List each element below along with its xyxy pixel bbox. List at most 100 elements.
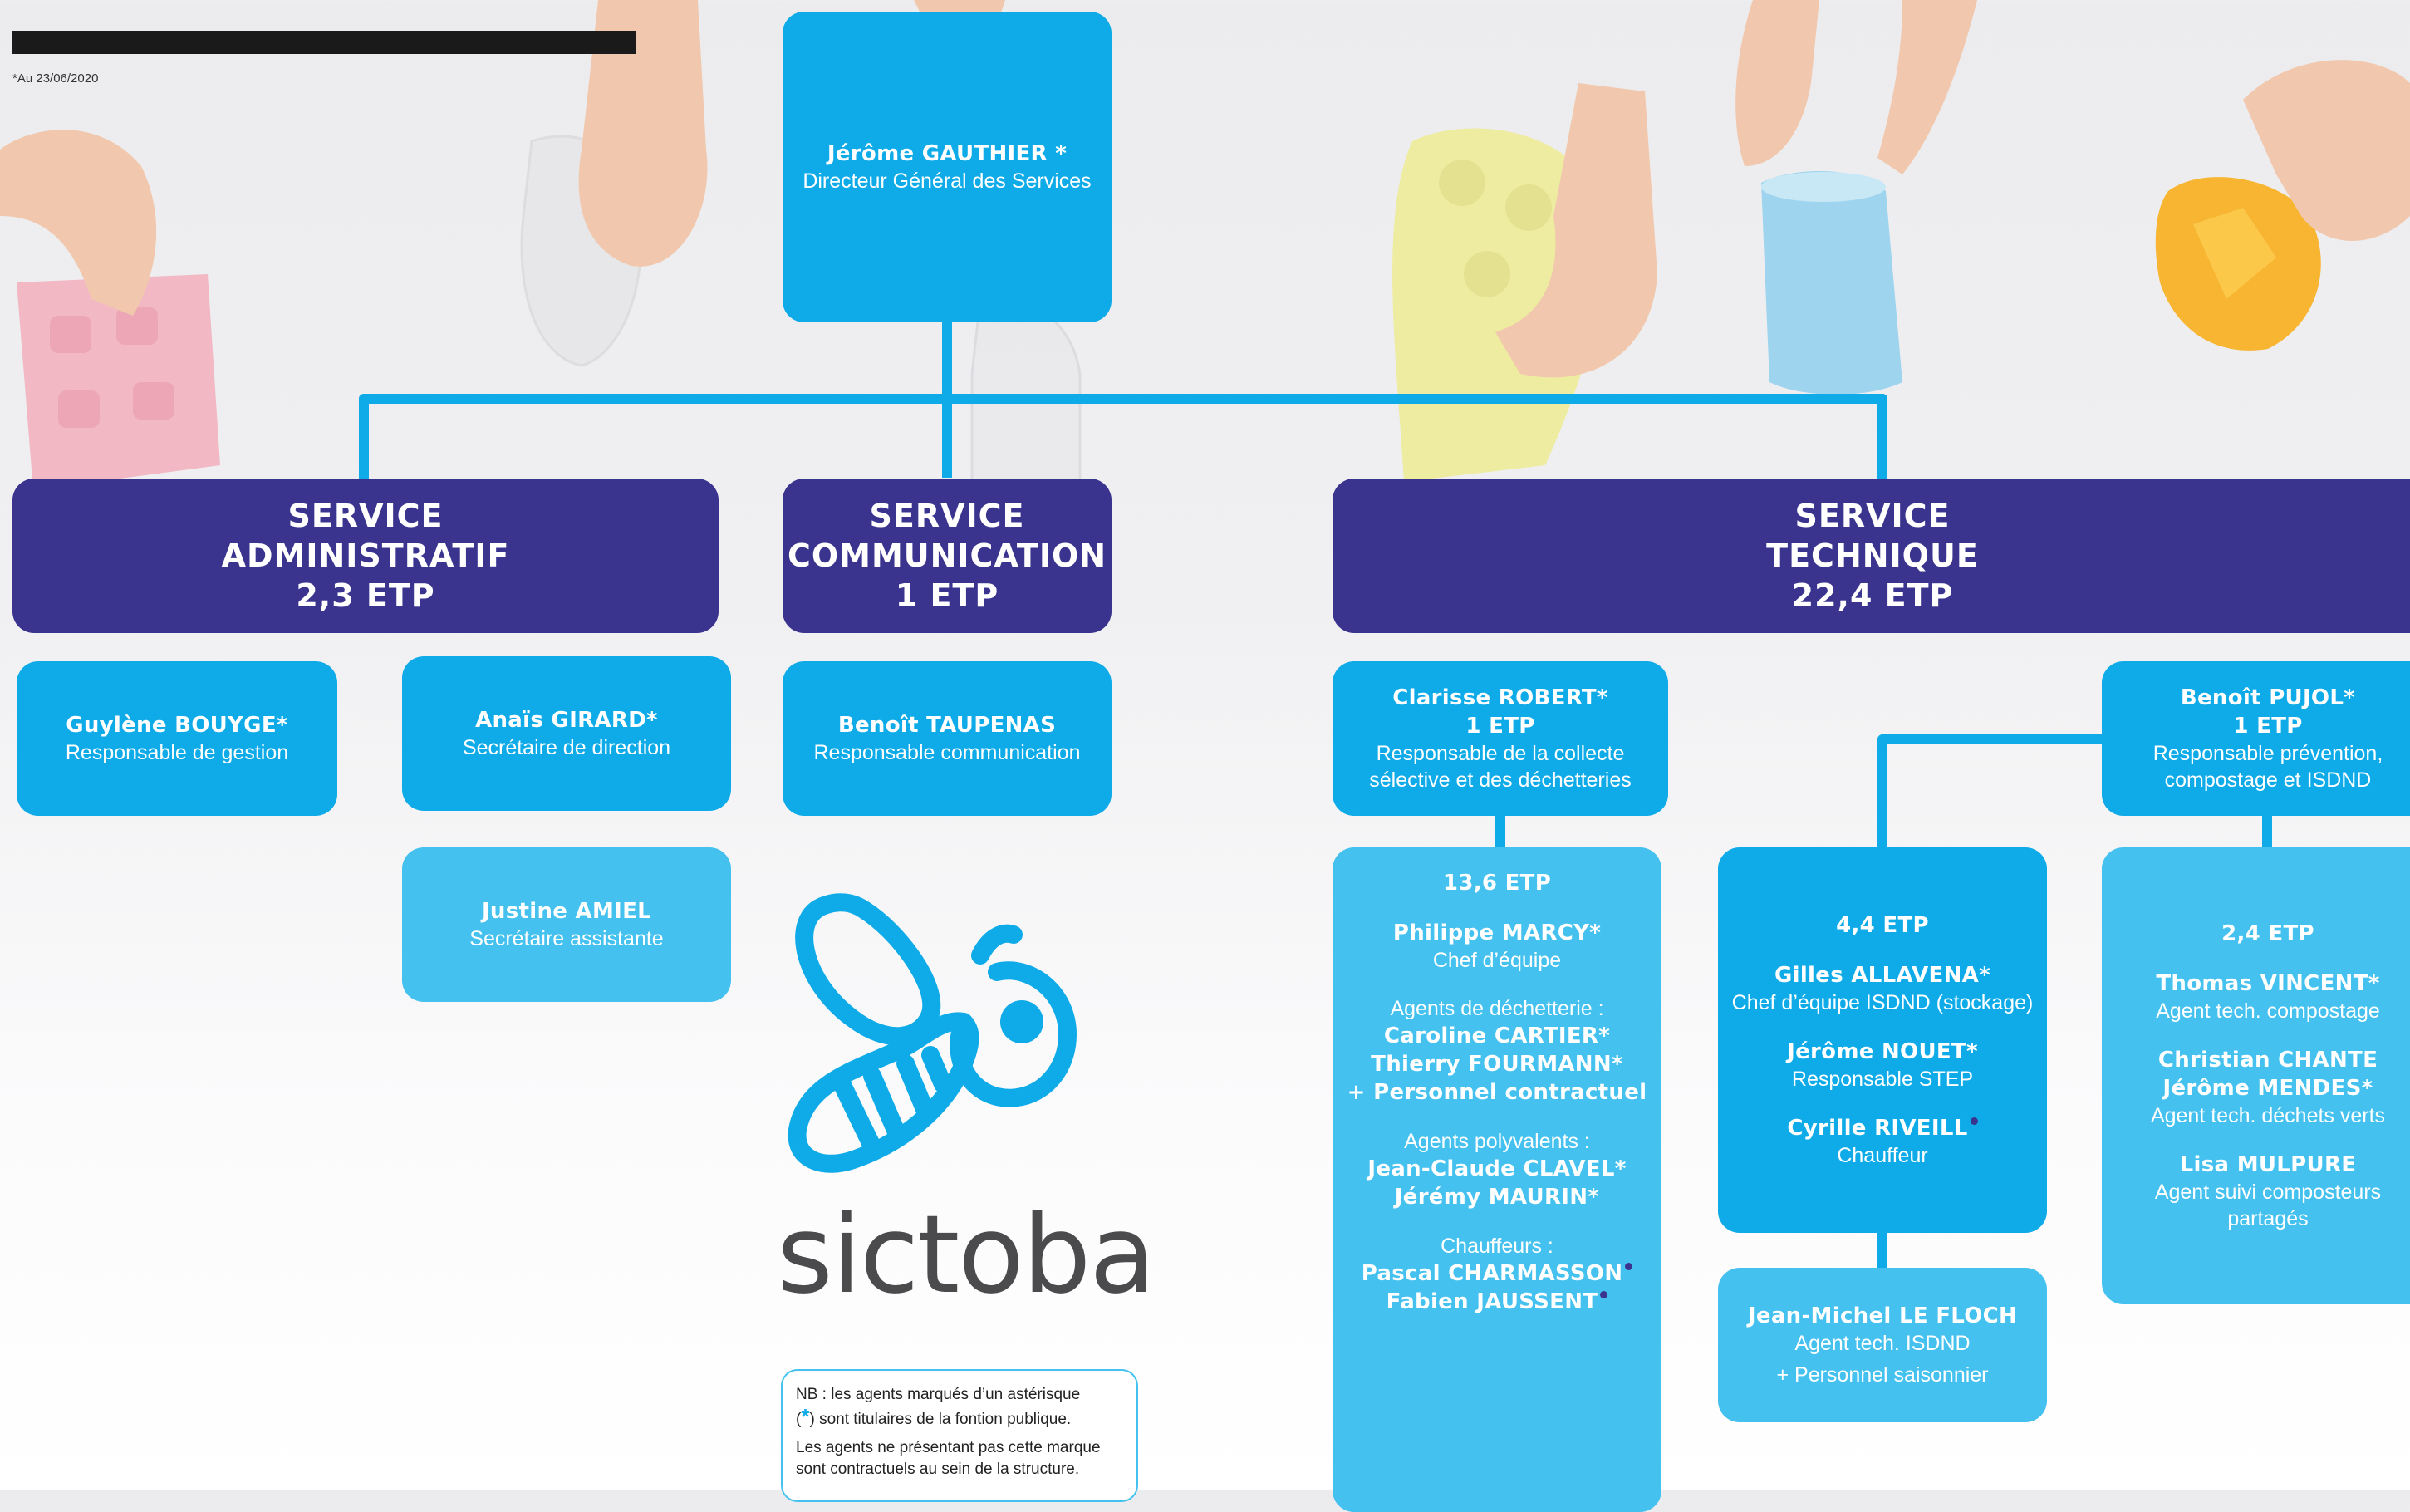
note-line-2: sont titulaires de la fontion publique. — [819, 1411, 1072, 1428]
connector-admin-down — [359, 394, 369, 485]
mulpure-name: Lisa MULPURE — [2179, 1152, 2357, 1177]
personnel-contractuel: + Personnel contractuel — [1347, 1080, 1647, 1105]
note-line-4: sont contractuels au sein de la structur… — [796, 1460, 1080, 1478]
isdnd-etp: 4,4 ETP — [1836, 913, 1929, 938]
connector-pujol-compost — [2262, 814, 2272, 847]
maurin-name: Jérémy MAURIN* — [1394, 1185, 1600, 1210]
service-communication-line2: COMMUNICATION — [787, 538, 1107, 574]
mulpure-role-2: partagés — [2227, 1207, 2309, 1230]
polyvalents-label: Agents polyvalents : — [1404, 1130, 1590, 1153]
note-close-paren: ) — [809, 1411, 820, 1428]
service-admin-line2: ADMINISTRATIF — [221, 538, 510, 574]
tech-head-robert-box: Clarisse ROBERT* 1 ETP Responsable de la… — [1333, 661, 1668, 816]
tech-head-pujol-box: Benoît PUJOL* 1 ETP Responsable préventi… — [2102, 661, 2410, 816]
connector-robert-team — [1495, 814, 1505, 847]
collecte-etp: 13,6 ETP — [1442, 871, 1552, 896]
note-line-3: Les agents ne présentant pas cette marqu… — [796, 1439, 1101, 1456]
note-box: NB : les agents marqués d’un astérisque … — [781, 1369, 1138, 1502]
date-note: *Au 23/06/2020 — [12, 71, 99, 86]
decheterie-label: Agents de déchetterie : — [1390, 997, 1604, 1020]
robert-name: Clarisse ROBERT* — [1392, 685, 1608, 710]
staff-amiel-role: Secrétaire assistante — [469, 927, 664, 950]
vincent-name: Thomas VINCENT* — [2156, 971, 2380, 996]
robert-role-1: Responsable de la collecte — [1376, 742, 1625, 765]
jaussent-name: Fabien JAUSSENT — [1386, 1289, 1598, 1314]
compost-etp: 2,4 ETP — [2221, 921, 2314, 946]
staff-bouyge-role: Responsable de gestion — [65, 741, 289, 764]
contract-dot-icon — [1970, 1117, 1978, 1125]
blue-can-illustration — [1761, 171, 1902, 395]
fourmann-name: Thierry FOURMANN* — [1371, 1052, 1623, 1077]
nouet-name: Jérôme NOUET* — [1787, 1039, 1978, 1064]
service-admin-line1: SERVICE — [287, 498, 444, 534]
hand-yellow-illustration — [1495, 83, 1657, 378]
staff-girard-name: Anaïs GIRARD* — [475, 708, 658, 733]
service-technique-etp: 22,4 ETP — [1791, 577, 1954, 614]
director-box: Jérôme GAUTHIER * Directeur Général des … — [783, 12, 1112, 322]
contract-dot-icon — [1625, 1263, 1633, 1270]
service-technique-box: SERVICE TECHNIQUE 22,4 ETP — [1333, 479, 2410, 633]
vincent-role: Agent tech. compostage — [2156, 999, 2380, 1023]
service-communication-etp: 1 ETP — [895, 577, 999, 614]
allavena-role: Chef d’équipe ISDND (stockage) — [1731, 991, 2034, 1014]
mendes-name: Jérôme MENDES* — [2162, 1076, 2373, 1101]
service-admin-etp: 2,3 ETP — [296, 577, 435, 614]
connector-isdnd-agent — [1877, 1230, 1887, 1268]
staff-bouyge-box: Guylène BOUYGE* Responsable de gestion — [17, 661, 337, 816]
chauffeurs-label: Chauffeurs : — [1441, 1235, 1553, 1258]
isdnd-team-box: 4,4 ETP Gilles ALLAVENA* Chef d’équipe I… — [1718, 847, 2047, 1233]
clavel-name: Jean-Claude CLAVEL* — [1367, 1156, 1627, 1181]
staff-bouyge-name: Guylène BOUYGE* — [66, 713, 288, 738]
title-bar-decoration — [12, 31, 636, 54]
note-line-1: NB : les agents marqués d’un astérisque — [796, 1386, 1081, 1403]
nouet-role: Responsable STEP — [1791, 1068, 1974, 1091]
connector-horizontal-services — [359, 394, 1887, 404]
cartier-name: Caroline CARTIER* — [1383, 1024, 1611, 1048]
mulpure-role-1: Agent suivi composteurs — [2154, 1181, 2382, 1204]
chante-name: Christian CHANTE — [2157, 1048, 2378, 1073]
riveill-role: Chauffeur — [1837, 1144, 1928, 1167]
robert-role-2: sélective et des déchetteries — [1369, 768, 1632, 792]
service-communication-box: SERVICE COMMUNICATION 1 ETP — [783, 479, 1112, 633]
charmasson-name: Pascal CHARMASSON — [1361, 1261, 1623, 1286]
marcy-role: Chef d’équipe — [1432, 949, 1562, 972]
staff-girard-box: Anaïs GIRARD* Secrétaire de direction — [402, 656, 731, 811]
background-illustration — [0, 0, 2410, 517]
marcy-name: Philippe MARCY* — [1392, 920, 1602, 945]
pujol-name: Benoît PUJOL* — [2180, 685, 2356, 710]
note-open-paren: ( — [796, 1411, 802, 1428]
hand-can-illustration — [1735, 0, 1977, 174]
asterisk-icon: * — [801, 1404, 810, 1429]
service-admin-box: SERVICE ADMINISTRATIF 2,3 ETP — [12, 479, 719, 633]
pujol-role-2: compostage et ISDND — [2164, 768, 2372, 792]
hand-left-illustration — [0, 130, 157, 316]
staff-taupenas-name: Benoît TAUPENAS — [837, 713, 1057, 738]
isdnd-agent-box: Jean-Michel LE FLOCH Agent tech. ISDND +… — [1718, 1268, 2047, 1422]
bee-logo-icon — [788, 893, 1077, 1173]
pujol-etp: 1 ETP — [2233, 714, 2303, 739]
staff-amiel-box: Justine AMIEL Secrétaire assistante — [402, 847, 731, 1002]
allavena-name: Gilles ALLAVENA* — [1774, 963, 1990, 988]
verts-role: Agent tech. déchets verts — [2150, 1104, 2386, 1127]
lefloch-name: Jean-Michel LE FLOCH — [1747, 1303, 2018, 1328]
robert-etp: 1 ETP — [1465, 714, 1535, 739]
pink-tray-illustration — [17, 274, 220, 490]
plastic-bottle-illustration — [520, 135, 1082, 517]
director-role: Directeur Général des Services — [803, 169, 1092, 193]
service-technique-line1: SERVICE — [1794, 498, 1951, 534]
compost-team-box: 2,4 ETP Thomas VINCENT* Agent tech. comp… — [2102, 847, 2410, 1304]
crumpled-paper-illustration — [2155, 177, 2321, 351]
collecte-team-box: 13,6 ETP Philippe MARCY* Chef d’équipe A… — [1333, 847, 1661, 1512]
pujol-role-1: Responsable prévention, — [2152, 742, 2383, 765]
connector-pujol-isdnd-v — [1877, 734, 1887, 851]
staff-taupenas-role: Responsable communication — [813, 741, 1081, 764]
service-communication-line1: SERVICE — [869, 498, 1025, 534]
director-name: Jérôme GAUTHIER * — [827, 141, 1068, 166]
hand-paper-illustration — [2243, 60, 2410, 241]
contract-dot-icon — [1600, 1291, 1608, 1298]
service-technique-line2: TECHNIQUE — [1766, 538, 1979, 574]
staff-amiel-name: Justine AMIEL — [481, 899, 652, 924]
connector-technique-down — [1877, 394, 1887, 485]
staff-taupenas-box: Benoît TAUPENAS Responsable communicatio… — [783, 661, 1112, 816]
egg-carton-illustration — [1392, 128, 1604, 482]
